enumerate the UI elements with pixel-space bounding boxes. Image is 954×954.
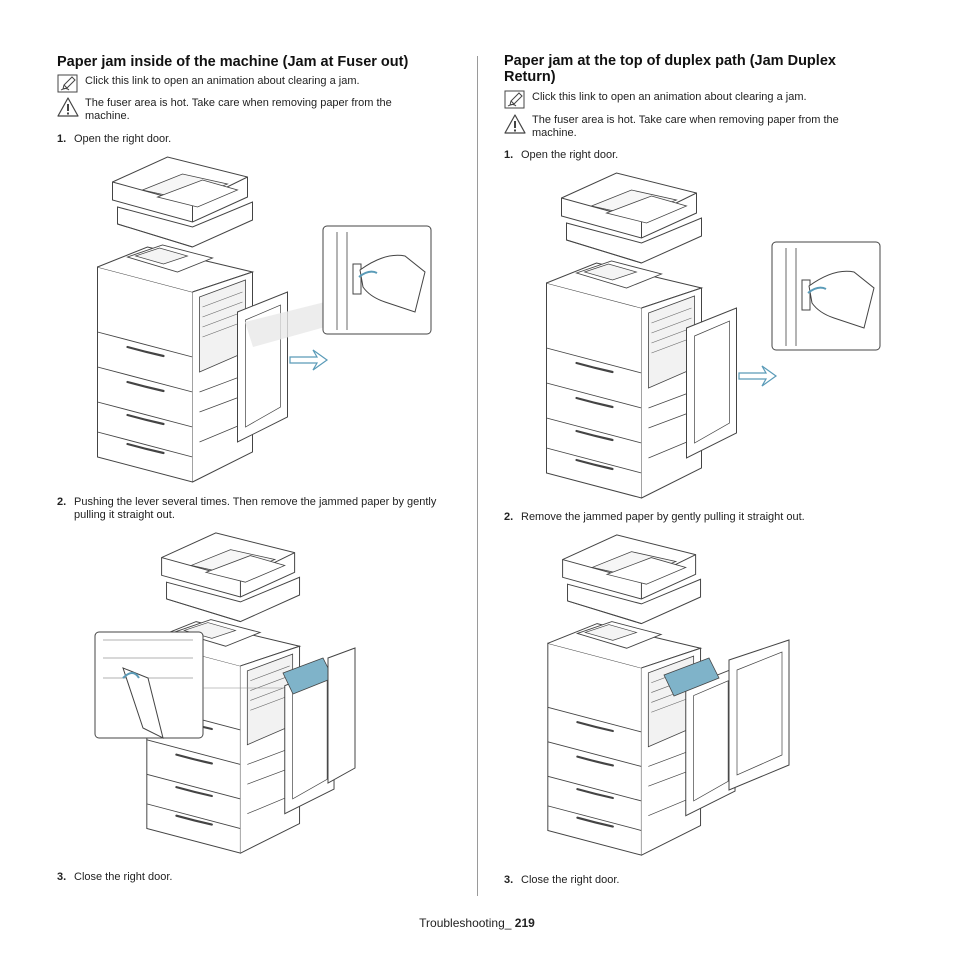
step-number: 1.	[504, 149, 514, 161]
step-text: Pushing the lever several times. Then re…	[74, 496, 437, 521]
column-divider	[477, 56, 478, 896]
warning-triangle-icon	[504, 114, 526, 134]
animation-link[interactable]: Click this link to open an animation abo…	[85, 75, 360, 87]
illustration-remove-paper	[94, 531, 356, 855]
warning-triangle-icon	[57, 97, 79, 117]
step-number: 2.	[504, 511, 514, 523]
step-number: 3.	[504, 874, 514, 886]
pencil-note-icon	[504, 90, 526, 110]
step-number: 2.	[57, 496, 67, 508]
step-number: 1.	[57, 133, 67, 145]
step-text: Open the right door.	[74, 133, 172, 145]
illustration-open-door	[96, 155, 432, 484]
animation-link[interactable]: Click this link to open an animation abo…	[532, 91, 807, 103]
footer-section: Troubleshooting_	[419, 916, 512, 930]
illustration-remove-paper	[546, 533, 790, 857]
warning-text: The fuser area is hot. Take care when re…	[85, 97, 392, 122]
pencil-note-icon	[57, 74, 79, 94]
page-footer: Troubleshooting_ 219	[0, 916, 954, 930]
warning-text: The fuser area is hot. Take care when re…	[532, 114, 839, 139]
page-number: 219	[514, 916, 535, 930]
step-text: Close the right door.	[521, 874, 620, 886]
step-number: 3.	[57, 871, 67, 883]
section-title: Paper jam inside of the machine (Jam at …	[57, 54, 409, 70]
section-title: Paper jam at the top of duplex path (Jam…	[504, 53, 836, 85]
step-text: Remove the jammed paper by gently pullin…	[521, 511, 805, 523]
step-text: Close the right door.	[74, 871, 173, 883]
step-text: Open the right door.	[521, 149, 619, 161]
illustration-open-door	[545, 171, 881, 500]
